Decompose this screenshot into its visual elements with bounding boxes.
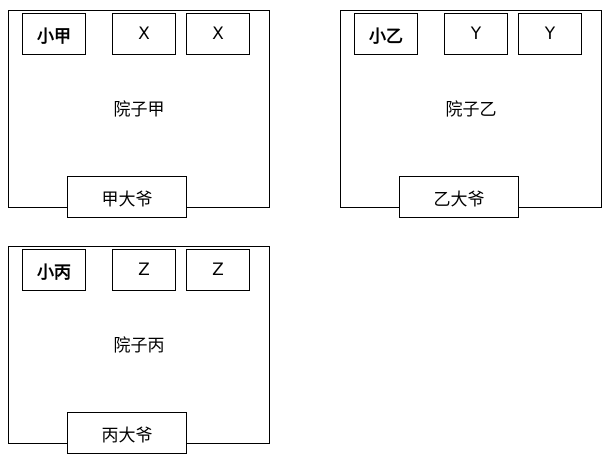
child-box: Y [444,13,508,55]
child-box: Z [112,249,176,291]
child-box: Z [186,249,250,291]
child-box: X [186,13,250,55]
owner-box: 小甲 [22,13,86,55]
child-box: X [112,13,176,55]
owner-box: 小丙 [22,249,86,291]
yard-label: 院子甲 [113,100,165,120]
yard-label: 院子乙 [445,100,497,120]
child-box: Y [518,13,582,55]
yard-label: 院子丙 [113,336,165,356]
yard-c: 小丙 Z Z 院子丙 丙大爷 [8,246,270,454]
elder-box: 丙大爷 [67,412,187,454]
yard-b: 小乙 Y Y 院子乙 乙大爷 [340,10,602,218]
elder-box: 甲大爷 [67,176,187,218]
elder-box: 乙大爷 [399,176,519,218]
owner-box: 小乙 [354,13,418,55]
yard-a: 小甲 X X 院子甲 甲大爷 [8,10,270,218]
